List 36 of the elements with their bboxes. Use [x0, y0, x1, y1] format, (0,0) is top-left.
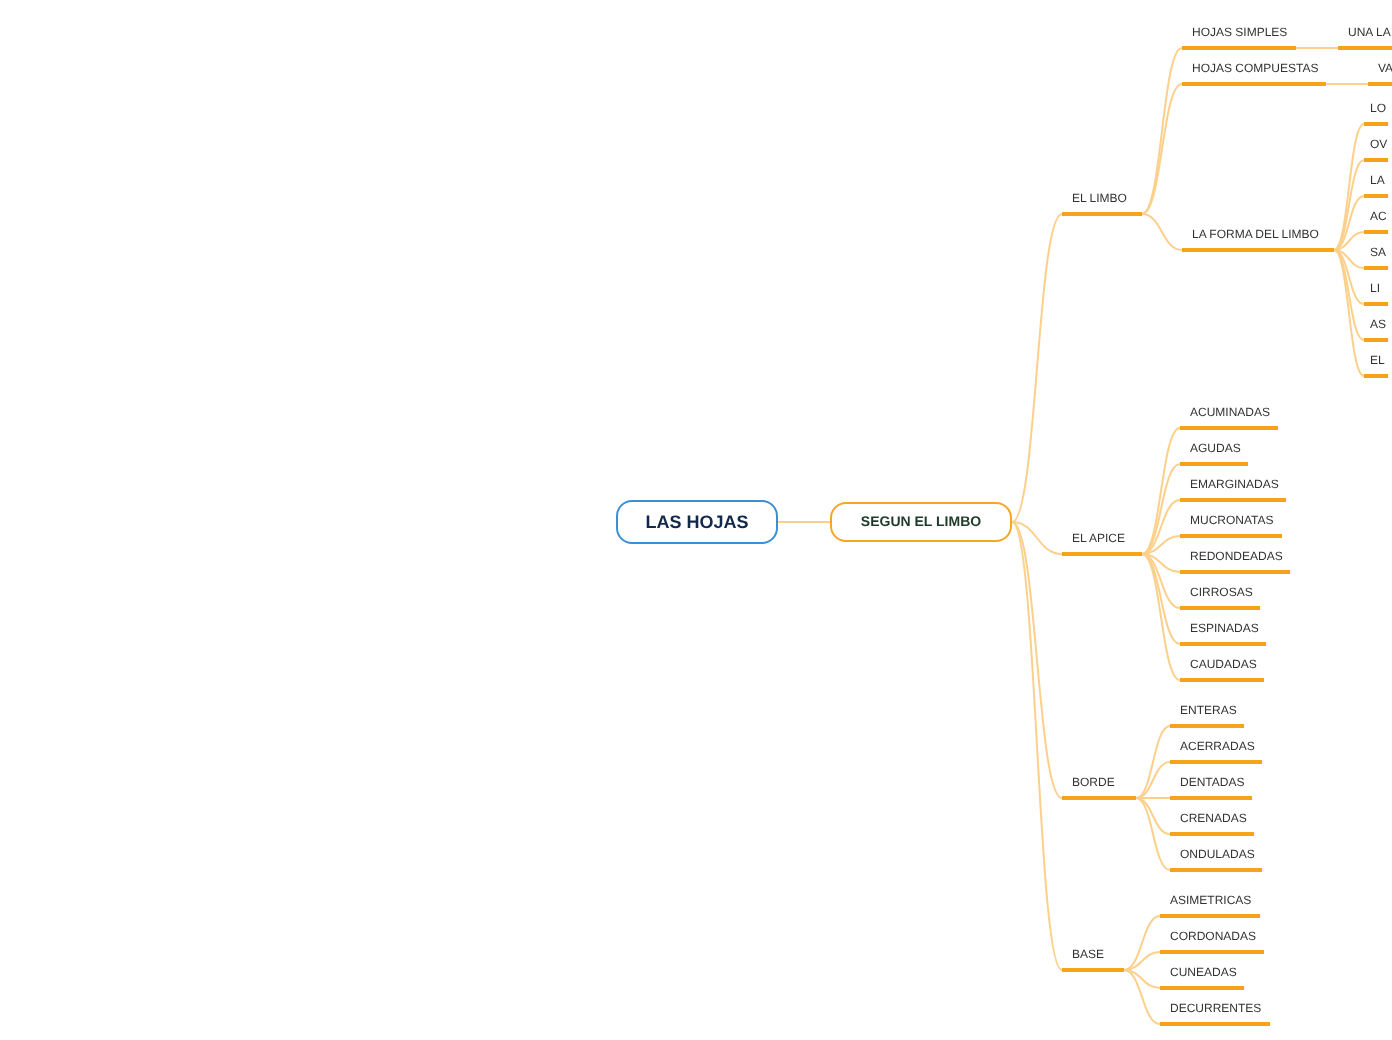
connector-line: [1135, 725, 1171, 799]
connector-line: [1141, 535, 1181, 555]
connector-line: [1333, 249, 1365, 269]
connector-line: [1333, 159, 1365, 251]
connector-line: [1141, 553, 1181, 573]
connector-line: [1011, 521, 1063, 555]
connector-line: [1333, 249, 1365, 341]
connector-line: [1333, 123, 1365, 251]
connector-line: [1141, 553, 1181, 681]
connector-line: [1011, 521, 1063, 971]
connector-line: [1333, 249, 1365, 305]
connector-line: [1135, 761, 1171, 799]
connector-line: [1141, 213, 1183, 251]
connector-line: [777, 521, 831, 523]
connector-line: [1123, 969, 1161, 1025]
connector-line: [1325, 83, 1369, 85]
connector-line: [1141, 499, 1181, 555]
connector-line: [1294, 47, 1339, 49]
connector-line: [1011, 521, 1063, 799]
connector-line: [1141, 553, 1181, 645]
connector-line: [1141, 427, 1181, 555]
connector-line: [1333, 249, 1365, 377]
connector-line: [1141, 463, 1181, 555]
connector-line: [1135, 797, 1171, 799]
connector-line: [1123, 951, 1161, 971]
connector-line: [1141, 83, 1183, 215]
connector-line: [1141, 553, 1181, 609]
connector-line: [1333, 195, 1365, 251]
connector-line: [1123, 969, 1161, 989]
connector-line: [1333, 231, 1365, 251]
connector-line: [1123, 915, 1161, 971]
connector-line: [1011, 213, 1063, 523]
topic-box: LAS HOJAS: [616, 500, 778, 544]
connector-line: [1141, 47, 1183, 215]
connector-line: [1135, 797, 1171, 835]
connector-line: [1135, 797, 1171, 871]
